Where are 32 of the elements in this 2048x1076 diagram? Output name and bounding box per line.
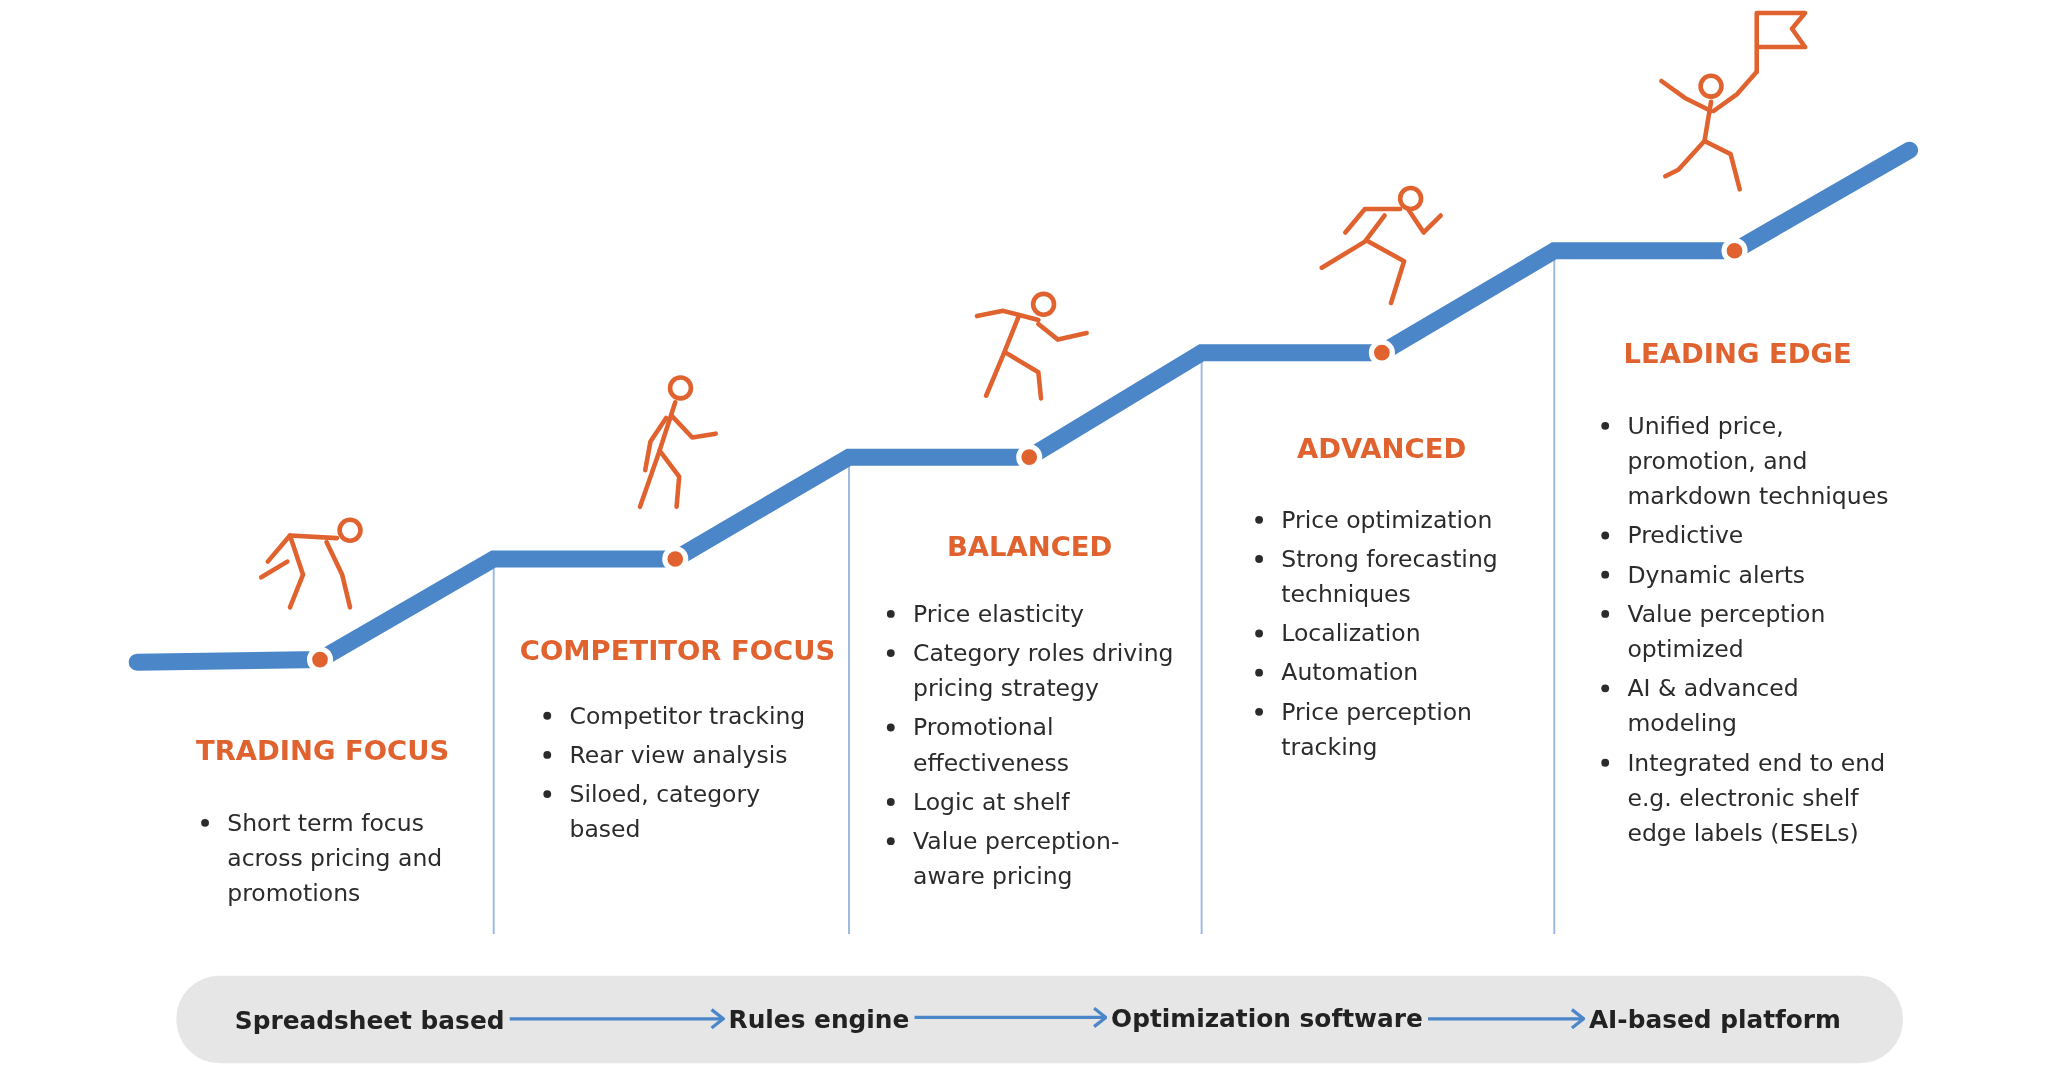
bullet-item: Predictive xyxy=(1627,521,1744,549)
bullet-item: Unified price, promotion, and markdown techniques xyxy=(1627,411,1889,510)
bullet-item: Short term focus across pricing and promotions xyxy=(227,808,443,907)
bullet-item: Value perception optimized xyxy=(1627,599,1826,663)
bullet-item: Value perception-aware pricing xyxy=(913,826,1120,890)
arrow xyxy=(509,1008,725,1030)
stage-heading: TRADING FOCUS xyxy=(195,735,450,767)
stage-heading: COMPETITOR FOCUS xyxy=(519,634,836,667)
arrow xyxy=(1428,1008,1586,1030)
arrow xyxy=(914,1006,1108,1029)
bullet-item: Dynamic alerts xyxy=(1627,560,1806,588)
bullet-item: Localization xyxy=(1281,619,1421,647)
bullet-item: AI & advanced modeling xyxy=(1627,673,1799,737)
stage-heading: ADVANCED xyxy=(1297,433,1467,465)
bullet-item: Siloed, category based xyxy=(569,779,761,843)
platform-label: Rules engine xyxy=(728,1004,910,1034)
bullet-item: Price elasticity xyxy=(913,599,1084,627)
platform-label: AI-based platform xyxy=(1588,1004,1841,1034)
bullet-item: Automation xyxy=(1281,658,1419,686)
bullet-item: Price optimization xyxy=(1281,505,1493,533)
bullet-item: Rear view analysis xyxy=(569,740,788,768)
bullet-item: Logic at shelf xyxy=(913,787,1070,815)
bullet-item: Promotional effectiveness xyxy=(913,713,1070,776)
platform-label: Optimization software xyxy=(1111,1003,1423,1032)
platform-label: Spreadsheet based xyxy=(234,1005,505,1035)
stage-heading: LEADING EDGE xyxy=(1623,338,1852,370)
bullet-item: Competitor tracking xyxy=(569,701,806,729)
bullet-item: Integrated end to end e.g. electronic shelf edge labels (ESELs) xyxy=(1627,748,1886,847)
bullet-item: Strong forecasting techniques xyxy=(1281,544,1498,608)
stage-heading: BALANCED xyxy=(946,531,1113,563)
bullet-item: Price perception tracking xyxy=(1281,697,1472,761)
bullet-item: Category roles driving pricing strategy xyxy=(913,638,1174,702)
